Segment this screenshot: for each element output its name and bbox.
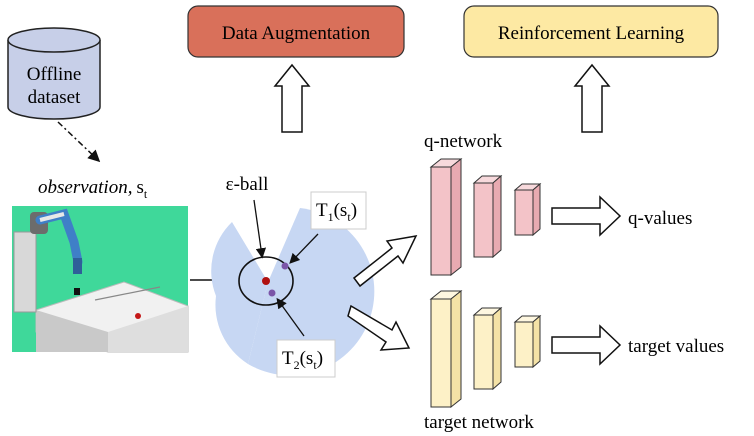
q-network-layers <box>429 157 542 277</box>
up-arrow-data-augmentation <box>273 63 311 133</box>
arrow-to-target-network <box>347 304 411 351</box>
target-network-layer-2 <box>472 306 503 391</box>
augmentation-region <box>248 208 375 376</box>
t1-label: T1(st) <box>310 191 367 230</box>
up-arrow-reinforcement-learning <box>573 63 611 133</box>
offline-dataset-database: Offline dataset <box>7 27 101 120</box>
data-augmentation-label: Data Augmentation <box>222 23 371 44</box>
database-label-line2: dataset <box>28 87 81 108</box>
q-network-layer-1 <box>429 157 463 277</box>
t1-state-dot <box>281 262 289 270</box>
arrow-to-q-network <box>352 235 418 288</box>
dataset-to-observation-arrow <box>57 121 101 163</box>
t2-label: T2(st) <box>276 339 336 378</box>
epsilon-ball-label: ε-ball <box>226 174 269 195</box>
reinforcement-learning-box: Reinforcement Learning <box>463 5 719 58</box>
arrow-to-q-values <box>551 195 622 237</box>
target-network-layer-3 <box>513 314 542 369</box>
svg-text:T1(st): T1(st) <box>316 200 357 224</box>
observation-label: observation,st <box>38 177 148 201</box>
target-values-label: target values <box>628 336 724 357</box>
original-state-dot <box>262 277 270 285</box>
q-values-label: q-values <box>628 208 692 229</box>
data-augmentation-box: Data Augmentation <box>187 5 405 58</box>
q-network-label: q-network <box>424 131 503 152</box>
database-label-line1: Offline <box>27 64 82 85</box>
target-network-layers <box>429 289 542 409</box>
arrow-to-target-values <box>551 324 622 366</box>
robot-scene-image <box>12 206 189 353</box>
t2-state-dot <box>268 289 276 297</box>
q-network-layer-3 <box>513 182 542 237</box>
q-network-layer-2 <box>472 174 503 259</box>
target-network-layer-1 <box>429 289 463 409</box>
svg-text:T2(st): T2(st) <box>282 348 323 372</box>
target-network-label: target network <box>424 412 534 433</box>
reinforcement-learning-label: Reinforcement Learning <box>498 23 685 44</box>
